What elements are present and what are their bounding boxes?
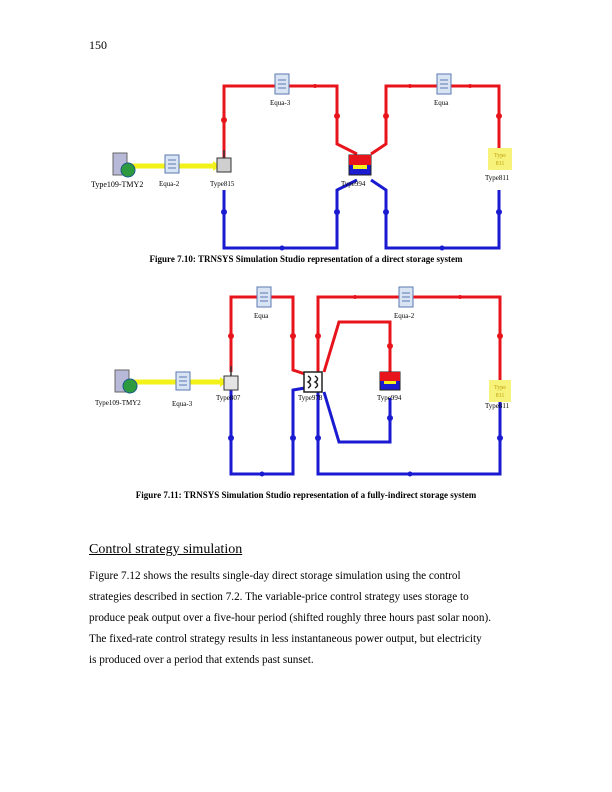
equa-3-component[interactable] [175,371,191,391]
direct-storage-diagram: Type 811 Type109-TMY2 Equa-2 Type815 Typ… [91,73,512,251]
type807-component[interactable] [223,366,239,391]
cold-loop-arrows [228,415,503,477]
hot-loop-arrows [221,84,502,123]
label-equa-2: Equa-2 [394,312,415,320]
equa-2-component[interactable] [164,154,180,174]
type994-component[interactable] [379,371,401,391]
equa-2-component[interactable] [398,286,414,308]
label-type811: Type811 [485,174,510,182]
type815-component[interactable] [216,150,232,173]
type811-component[interactable]: Type 811 [489,380,511,402]
body-line: strategies described in section 7.2. The… [89,591,469,603]
type978-component[interactable] [303,371,323,393]
svg-text:811: 811 [496,393,505,399]
label-type994: Type994 [341,180,366,188]
svg-text:811: 811 [496,161,505,167]
hot-loop [222,84,501,158]
equa-3-component[interactable] [274,73,290,95]
hot-loop [229,295,502,380]
svg-text:Type: Type [494,385,506,391]
section-heading: Control strategy simulation [89,542,243,557]
body-paragraph: Figure 7.12 shows the results single-day… [89,566,529,671]
weather-component[interactable] [112,152,136,178]
label-type978: Type978 [298,394,323,402]
page-number: 150 [89,38,107,52]
label-weather: Type109-TMY2 [95,399,141,407]
cold-loop [222,178,501,250]
body-line: Figure 7.12 shows the results single-day… [89,570,461,582]
label-type994: Type994 [377,394,402,402]
label-type811: Type811 [485,402,510,410]
type994-component[interactable] [348,154,372,176]
figure-7-10-caption: Figure 7.10: TRNSYS Simulation Studio re… [149,254,463,264]
label-equa-3: Equa-3 [172,400,193,408]
body-line: is produced over a period that extends p… [89,654,314,666]
equa-component[interactable] [436,73,452,95]
label-equa-2: Equa-2 [159,180,180,188]
label-equa: Equa [434,99,449,107]
indirect-storage-diagram: Type 811 Type109-TMY2 Equa-3 Type807 Typ… [95,286,511,477]
type811-component[interactable]: Type 811 [488,148,512,170]
cold-loop [229,386,502,476]
label-equa: Equa [254,312,269,320]
equa-component[interactable] [256,286,272,308]
svg-text:Type: Type [494,153,506,159]
body-line: produce peak output over a five-hour per… [89,612,492,624]
label-weather: Type109-TMY2 [91,180,143,189]
label-type807: Type807 [216,394,241,402]
body-line: The fixed-rate control strategy results … [89,633,482,645]
cold-loop-arrows [221,209,502,251]
label-equa-3: Equa-3 [270,99,291,107]
figure-7-11-caption: Figure 7.11: TRNSYS Simulation Studio re… [135,490,477,500]
label-type815: Type815 [210,180,235,188]
weather-component[interactable] [114,369,138,394]
